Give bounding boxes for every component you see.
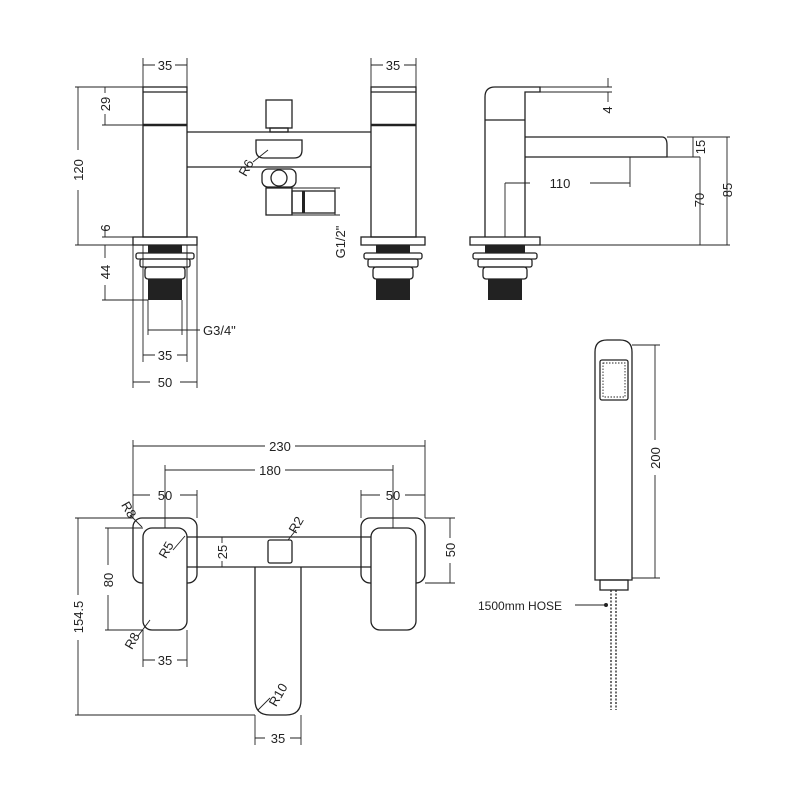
dim-front-diverter-radius: R6	[235, 157, 256, 179]
dim-side-spout-height: 70	[692, 193, 707, 207]
dim-top-plate-depth: 50	[443, 543, 458, 557]
dim-top-spout-width: 35	[271, 731, 285, 746]
dim-top-overall-depth: 154.5	[71, 601, 86, 634]
dim-front-tap-width-right: 35	[386, 58, 400, 73]
dim-top-bridge-depth: 25	[215, 545, 230, 559]
dim-top-handle-length: 80	[101, 573, 116, 587]
dim-top-handle-width: 35	[158, 653, 172, 668]
dim-front-hose-outlet-thread: G1/2"	[333, 225, 348, 258]
front-dimensions	[75, 58, 417, 388]
dim-front-thread-width: 35	[158, 348, 172, 363]
dim-side-spout-thickness: 15	[693, 140, 708, 154]
top-view: 230 180 50 50 50 R8 R5 25 R2 80 154.5 R8…	[71, 439, 458, 746]
bridge-and-diverter	[187, 99, 371, 216]
handset-view: 200 1500mm HOSE	[478, 339, 663, 710]
front-view: 35 35 120 29 6 44 G3/4" 35 50 R6 G1/2"	[71, 58, 426, 390]
dim-front-plate-width: 50	[158, 375, 172, 390]
dim-top-plate-radius: R8	[118, 499, 139, 521]
dim-top-overall-width: 230	[269, 439, 291, 454]
dim-top-plate-width-right: 50	[386, 488, 400, 503]
dim-top-diverter-radius: R2	[285, 514, 306, 536]
side-view: 4 15 110 70 85	[469, 78, 735, 300]
dim-side-total-height: 85	[720, 183, 735, 197]
dim-top-handle-radius-bottom: R8	[121, 630, 142, 652]
dim-front-tap-width-left: 35	[158, 58, 172, 73]
side-dimensions	[504, 78, 730, 246]
dim-front-thread-length: 44	[98, 265, 113, 279]
hose-label: 1500mm HOSE	[478, 599, 562, 613]
dim-side-lever-offset: 4	[600, 106, 615, 113]
top-dimensions	[75, 440, 455, 745]
dim-top-centres: 180	[259, 463, 281, 478]
dim-top-spout-radius: R10	[266, 681, 291, 709]
dim-front-handle-height: 29	[98, 97, 113, 111]
dim-top-plate-width-left: 50	[158, 488, 172, 503]
dim-handset-length: 200	[648, 447, 663, 469]
dim-front-overall-height: 120	[71, 159, 86, 181]
dim-side-spout-projection: 110	[550, 176, 571, 191]
left-tap-body	[132, 86, 198, 300]
dim-top-handle-radius-top: R5	[155, 539, 176, 561]
dim-front-inlet-thread: G3/4"	[203, 323, 236, 338]
dim-front-plate-thickness: 6	[98, 224, 113, 231]
right-tap-body	[360, 86, 426, 300]
